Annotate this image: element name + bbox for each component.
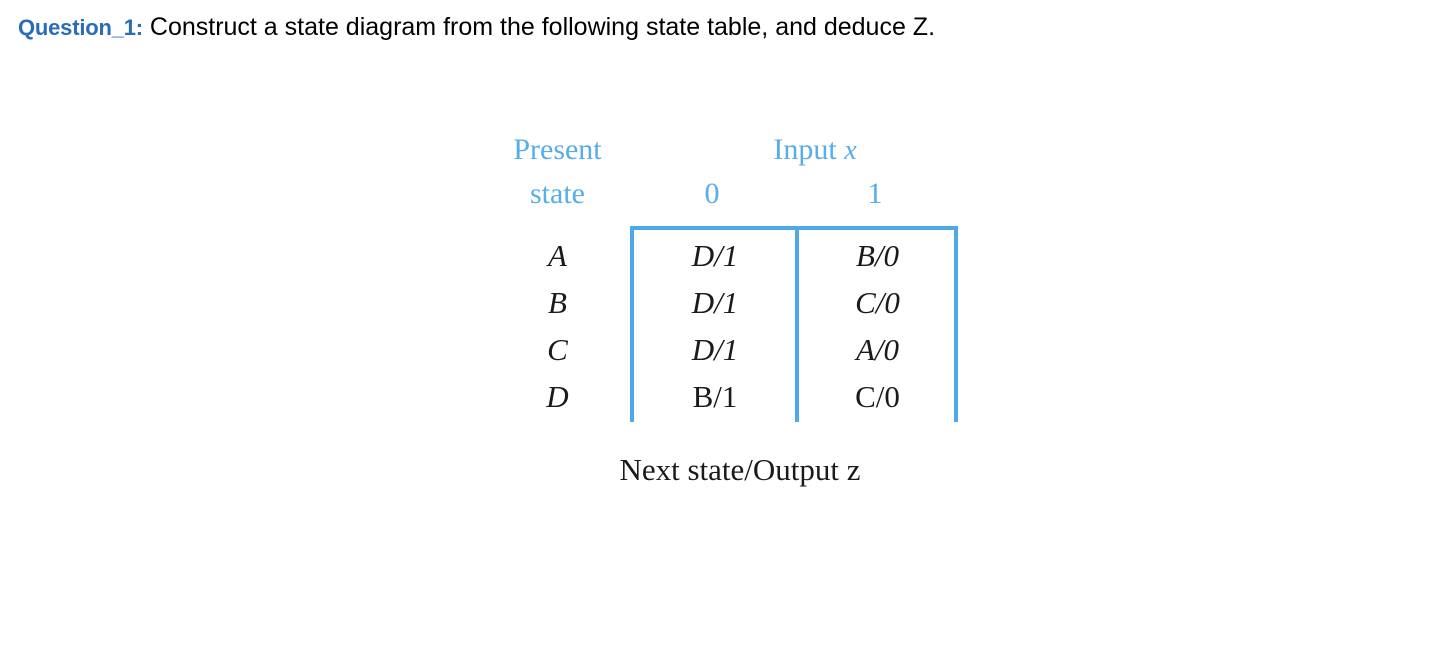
table-left-rule [630, 226, 634, 422]
table-caption: Next state/Output z [619, 452, 861, 487]
table-row: D B/1 C/0 [480, 373, 1000, 420]
table-top-rule [630, 226, 958, 230]
input-variable-label: x [844, 135, 857, 166]
row-next-state-x0: D/1 [691, 285, 739, 320]
row-state-label: D [546, 379, 569, 414]
row-next-state-x1: C/0 [855, 285, 900, 320]
input-header: Input x [665, 128, 965, 173]
column-header-x0: 0 [704, 177, 720, 210]
row-next-state-x0: B/1 [692, 379, 738, 414]
row-state-label: B [548, 285, 567, 320]
row-state-label: C [547, 332, 568, 367]
row-next-state-x0: D/1 [691, 238, 739, 273]
table-row: B D/1 C/0 [480, 279, 1000, 326]
state-table-header: Present state Input x 0 1 [480, 128, 1000, 226]
present-state-line1: Present [513, 133, 602, 166]
row-state-label: A [548, 238, 567, 273]
question-heading: Question_1: Construct a state diagram fr… [18, 10, 935, 45]
table-row: A D/1 B/0 [480, 232, 1000, 279]
table-middle-rule [795, 226, 799, 422]
present-state-header: Present state [480, 128, 635, 216]
question-prompt-text: Construct a state diagram from the follo… [142, 13, 936, 41]
column-header-x1: 1 [867, 177, 883, 210]
row-next-state-x1: A/0 [855, 332, 900, 367]
table-row: C D/1 A/0 [480, 326, 1000, 373]
state-table-figure: Present state Input x 0 1 A D/1 B/0 B D/… [480, 128, 1000, 498]
row-next-state-x1: C/0 [855, 379, 900, 414]
question-number-label: Question_1: [18, 15, 143, 40]
row-next-state-x0: D/1 [691, 332, 739, 367]
table-right-rule [954, 226, 958, 422]
input-header-label: Input [773, 133, 837, 166]
present-state-line2: state [530, 177, 585, 210]
state-table-body: A D/1 B/0 B D/1 C/0 C D/1 A/0 D B/1 C/0 [480, 232, 1000, 420]
row-next-state-x1: B/0 [855, 238, 900, 273]
